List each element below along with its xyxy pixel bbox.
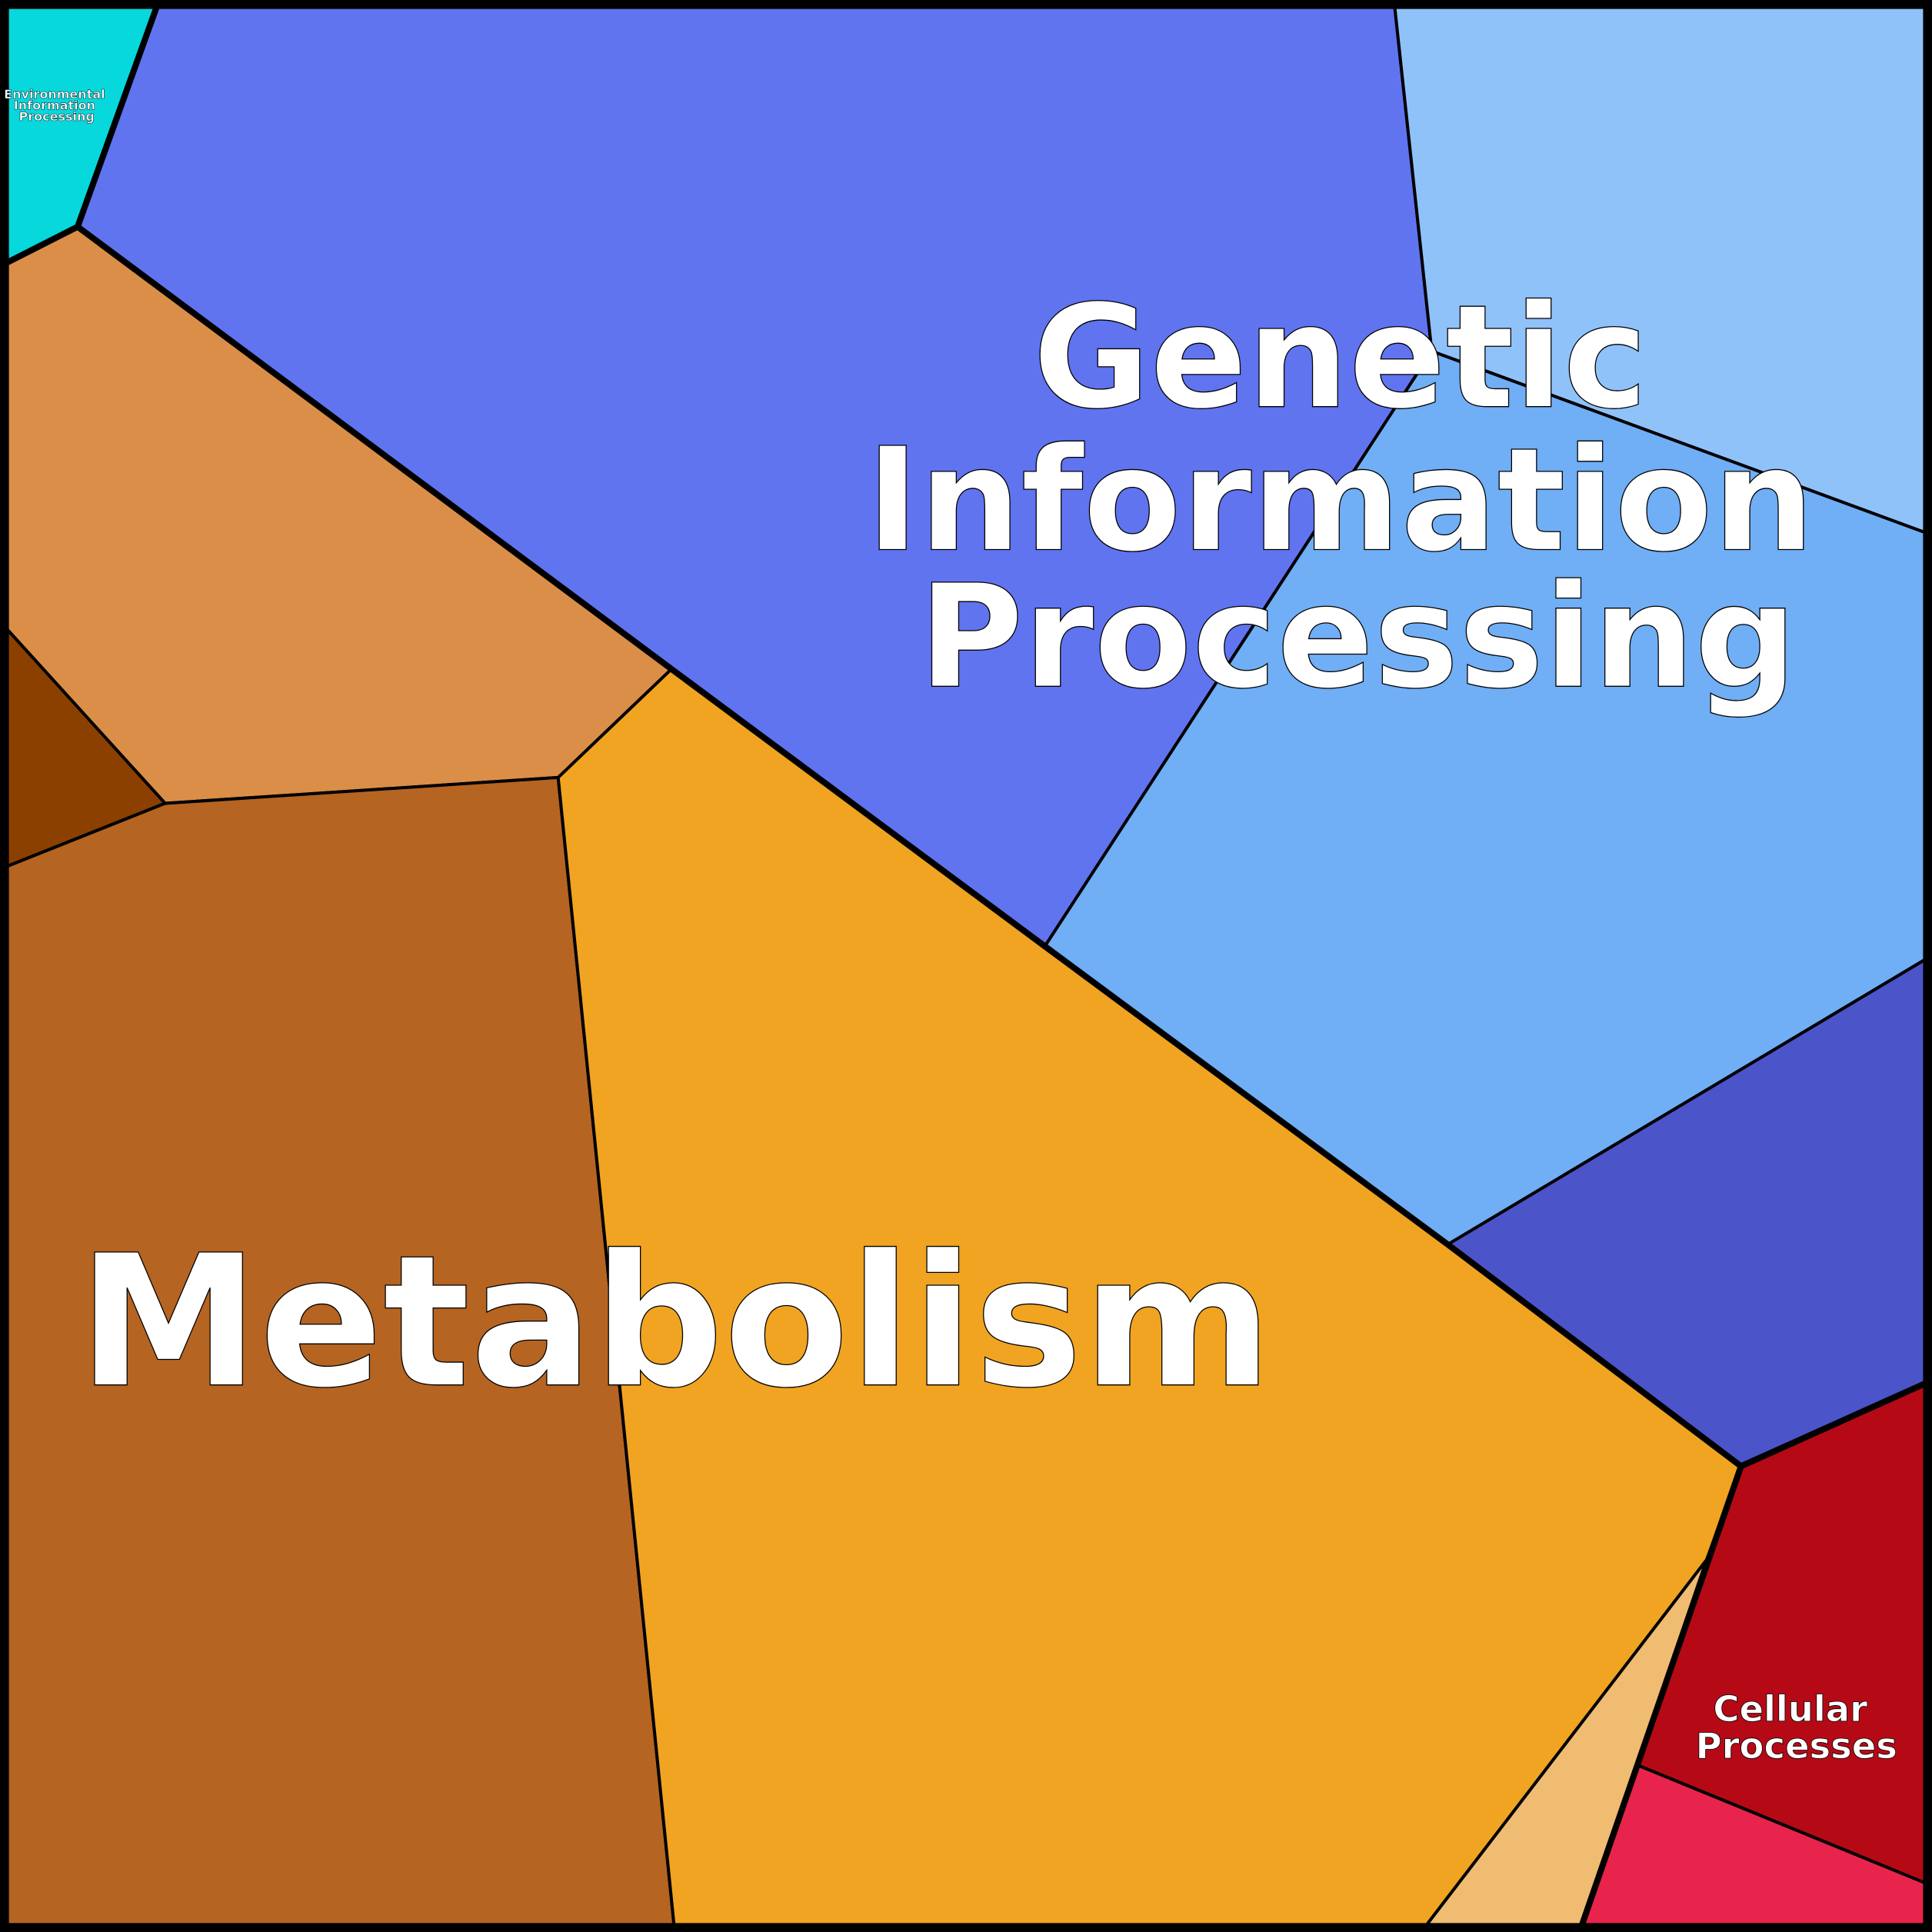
label-environmental-line-2: Information	[14, 98, 95, 113]
label-genetic-line-2: Information	[866, 418, 1814, 584]
label-environmental: Environmental Information Processing	[4, 87, 109, 124]
label-genetic-line-3: Processing	[918, 554, 1797, 720]
label-genetic-line-1: Genetic	[1033, 275, 1648, 441]
label-genetic: Genetic Information Processing	[866, 275, 1864, 721]
label-cellular: Cellular Processes	[1696, 1688, 1897, 1767]
label-environmental-line-1: Environmental	[4, 87, 105, 102]
group-genetic	[75, 5, 1927, 1468]
label-cellular-line-2: Processes	[1696, 1725, 1897, 1767]
label-environmental-line-3: Processing	[18, 109, 94, 124]
label-cellular-line-1: Cellular	[1713, 1688, 1867, 1730]
group-metabolism	[5, 225, 1743, 1927]
label-metabolism: Metabolism	[78, 1216, 1272, 1428]
